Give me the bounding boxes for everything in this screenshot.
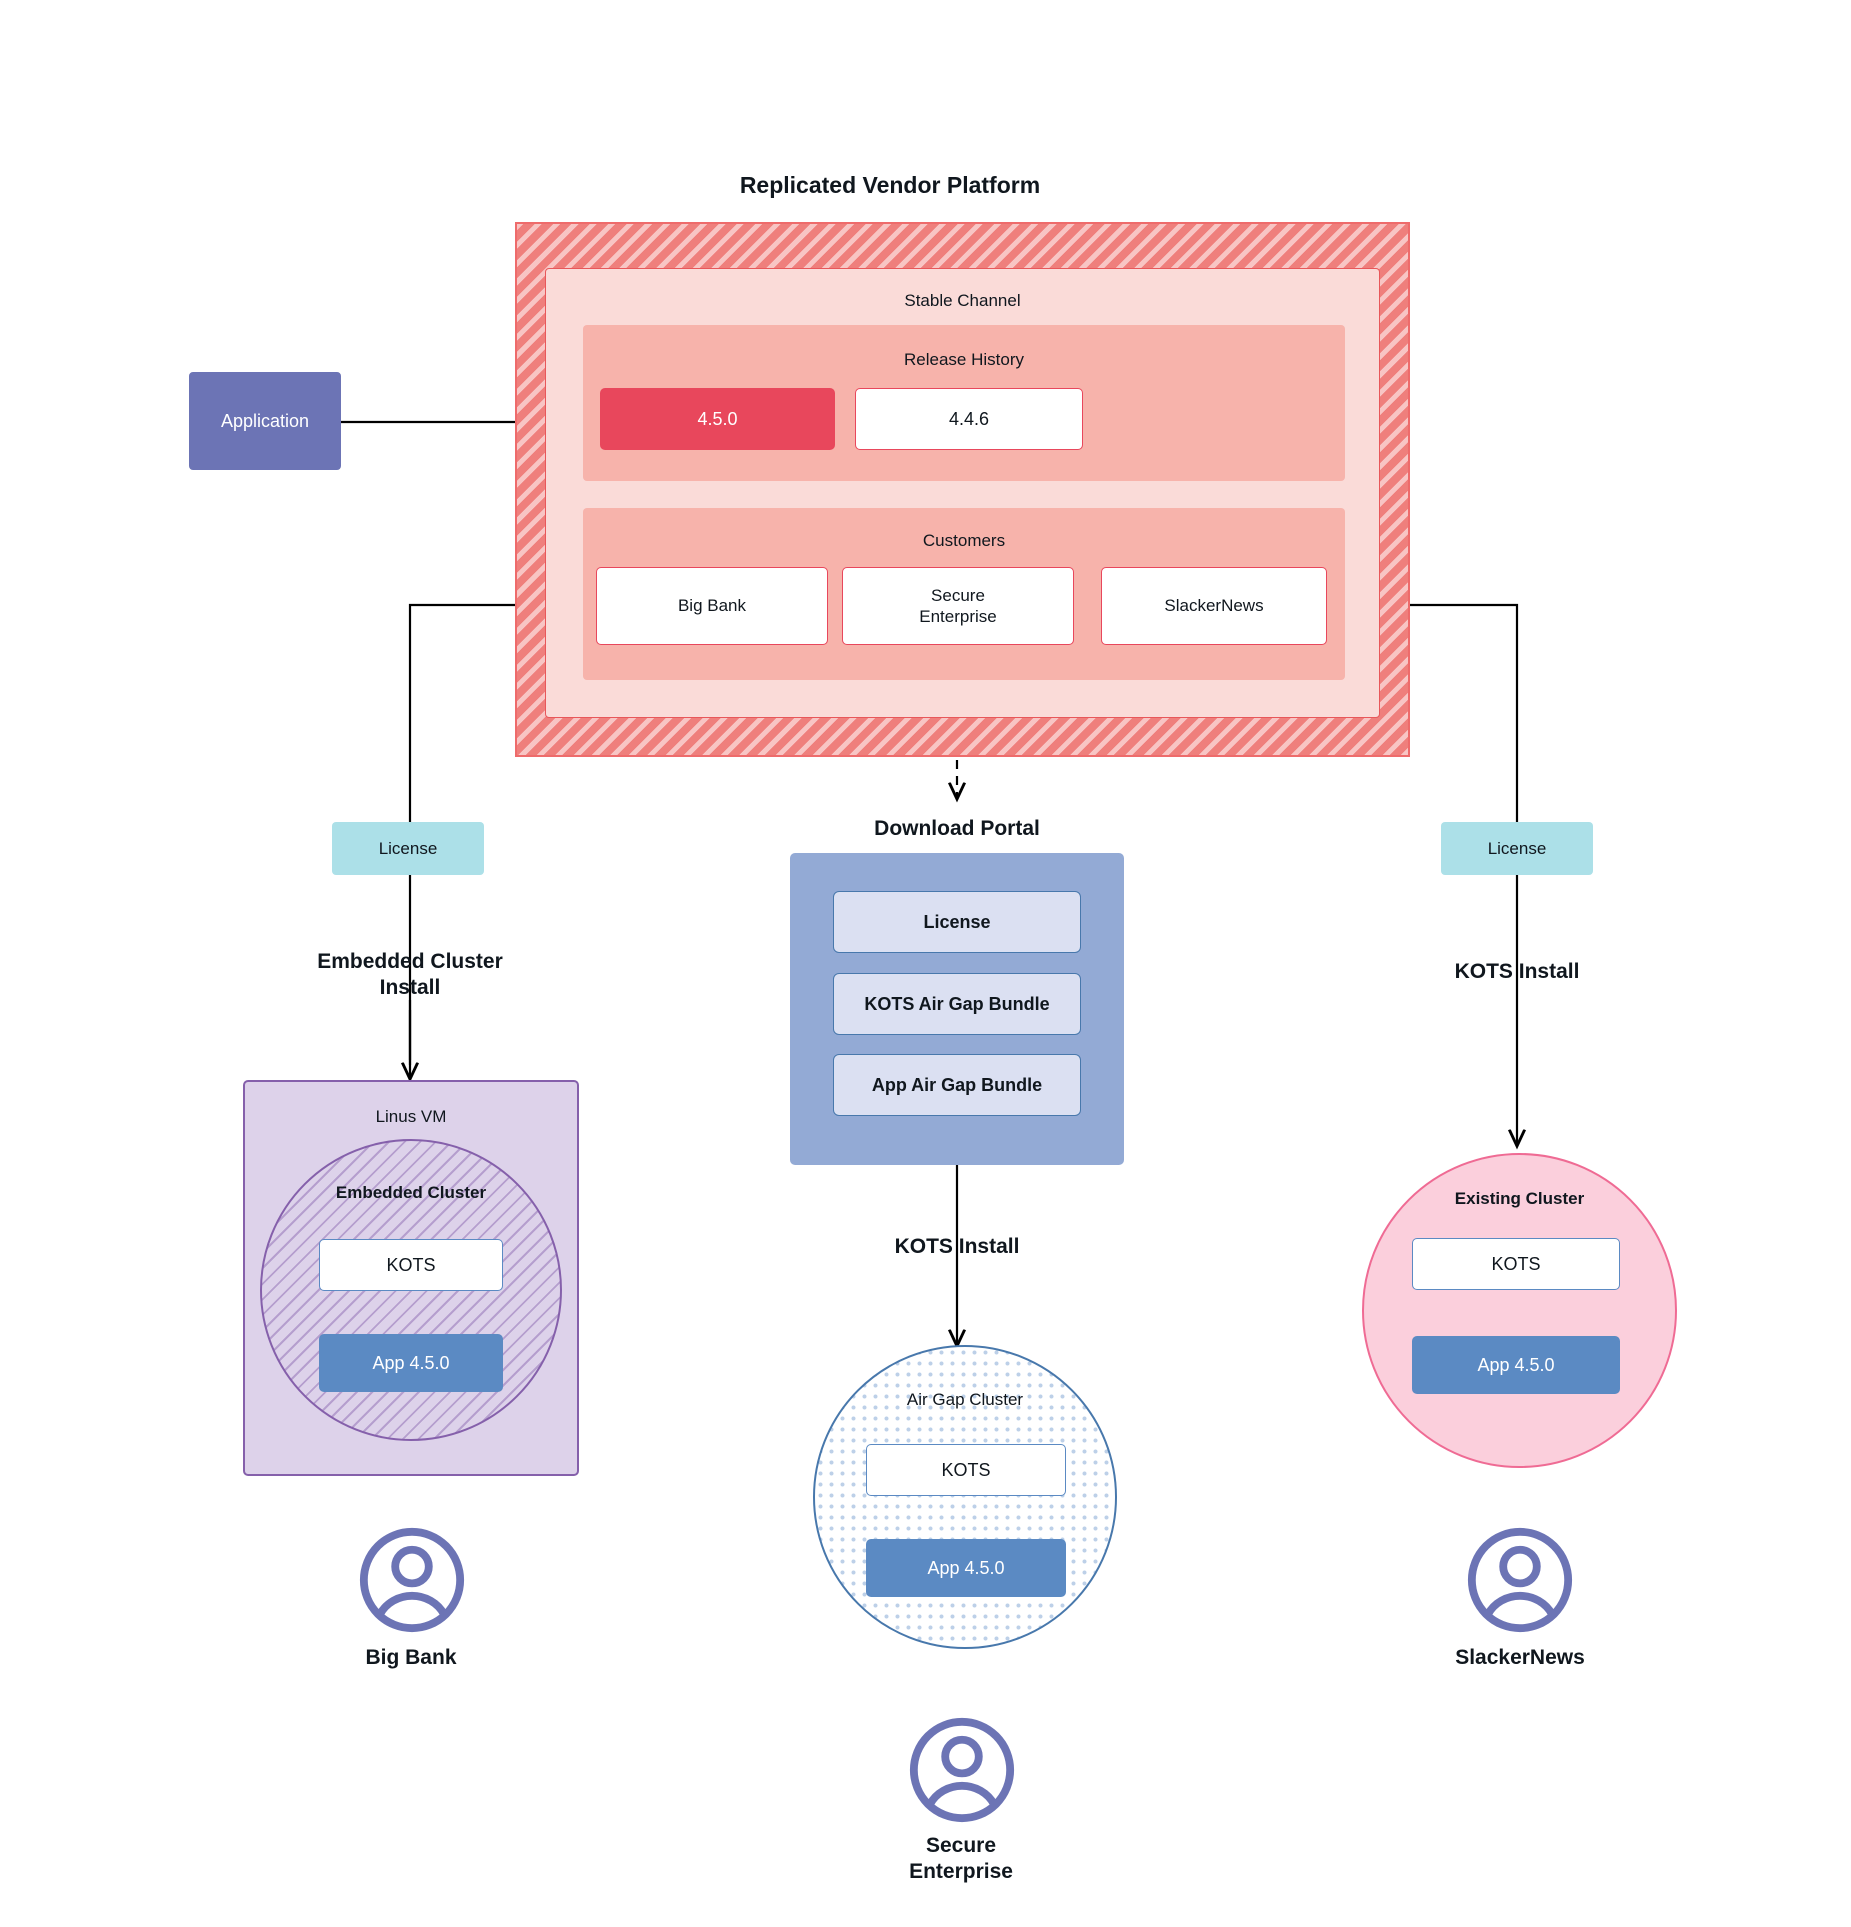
- air-gap-cluster-title: Air Gap Cluster: [906, 1390, 1024, 1410]
- kots-install-label-center: KOTS Install: [894, 1234, 1020, 1258]
- customer-name-secure-enterprise: Secure Enterprise: [909, 1833, 1013, 1883]
- customer-name-big-bank: Big Bank: [365, 1645, 457, 1669]
- embedded-cluster-install-label: Embedded Cluster Install: [317, 949, 503, 999]
- embedded-cluster-title: Embedded Cluster: [335, 1183, 487, 1203]
- user-avatar-icon-secure-enterprise: [904, 1712, 1019, 1827]
- customer-name-slackernews: SlackerNews: [1455, 1645, 1585, 1669]
- app-box-existing[interactable]: App 4.5.0: [1412, 1336, 1620, 1394]
- customer-box-secure-enterprise[interactable]: Secure Enterprise: [842, 567, 1074, 645]
- stable-channel-title: Stable Channel: [904, 291, 1021, 311]
- existing-cluster-title: Existing Cluster: [1454, 1189, 1585, 1209]
- release-history-title: Release History: [904, 350, 1024, 370]
- customer-box-big-bank[interactable]: Big Bank: [596, 567, 828, 645]
- portal-item-app-air-gap-bundle[interactable]: App Air Gap Bundle: [833, 1054, 1081, 1116]
- app-box-embedded[interactable]: App 4.5.0: [319, 1334, 503, 1392]
- portal-item-kots-air-gap-bundle[interactable]: KOTS Air Gap Bundle: [833, 973, 1081, 1035]
- user-avatar-icon-big-bank: [354, 1522, 469, 1637]
- license-chip-right[interactable]: License: [1441, 822, 1593, 875]
- kots-install-label-right: KOTS Install: [1454, 959, 1580, 983]
- existing-cluster-circle: [1362, 1153, 1677, 1468]
- release-item-previous[interactable]: 4.4.6: [855, 388, 1083, 450]
- download-portal-title: Download Portal: [874, 816, 1040, 840]
- kots-box-air-gap[interactable]: KOTS: [866, 1444, 1066, 1496]
- vendor-platform-title: Replicated Vendor Platform: [739, 171, 1041, 198]
- linus-vm-title: Linus VM: [375, 1107, 447, 1127]
- application-box[interactable]: Application: [189, 372, 341, 470]
- air-gap-cluster-circle: [813, 1345, 1117, 1649]
- customer-box-slackernews[interactable]: SlackerNews: [1101, 567, 1327, 645]
- portal-item-license[interactable]: License: [833, 891, 1081, 953]
- kots-box-embedded[interactable]: KOTS: [319, 1239, 503, 1291]
- user-avatar-icon-slackernews: [1462, 1522, 1577, 1637]
- kots-box-existing[interactable]: KOTS: [1412, 1238, 1620, 1290]
- release-item-current[interactable]: 4.5.0: [600, 388, 835, 450]
- license-chip-left[interactable]: License: [332, 822, 484, 875]
- app-box-air-gap[interactable]: App 4.5.0: [866, 1539, 1066, 1597]
- customers-title: Customers: [922, 531, 1006, 551]
